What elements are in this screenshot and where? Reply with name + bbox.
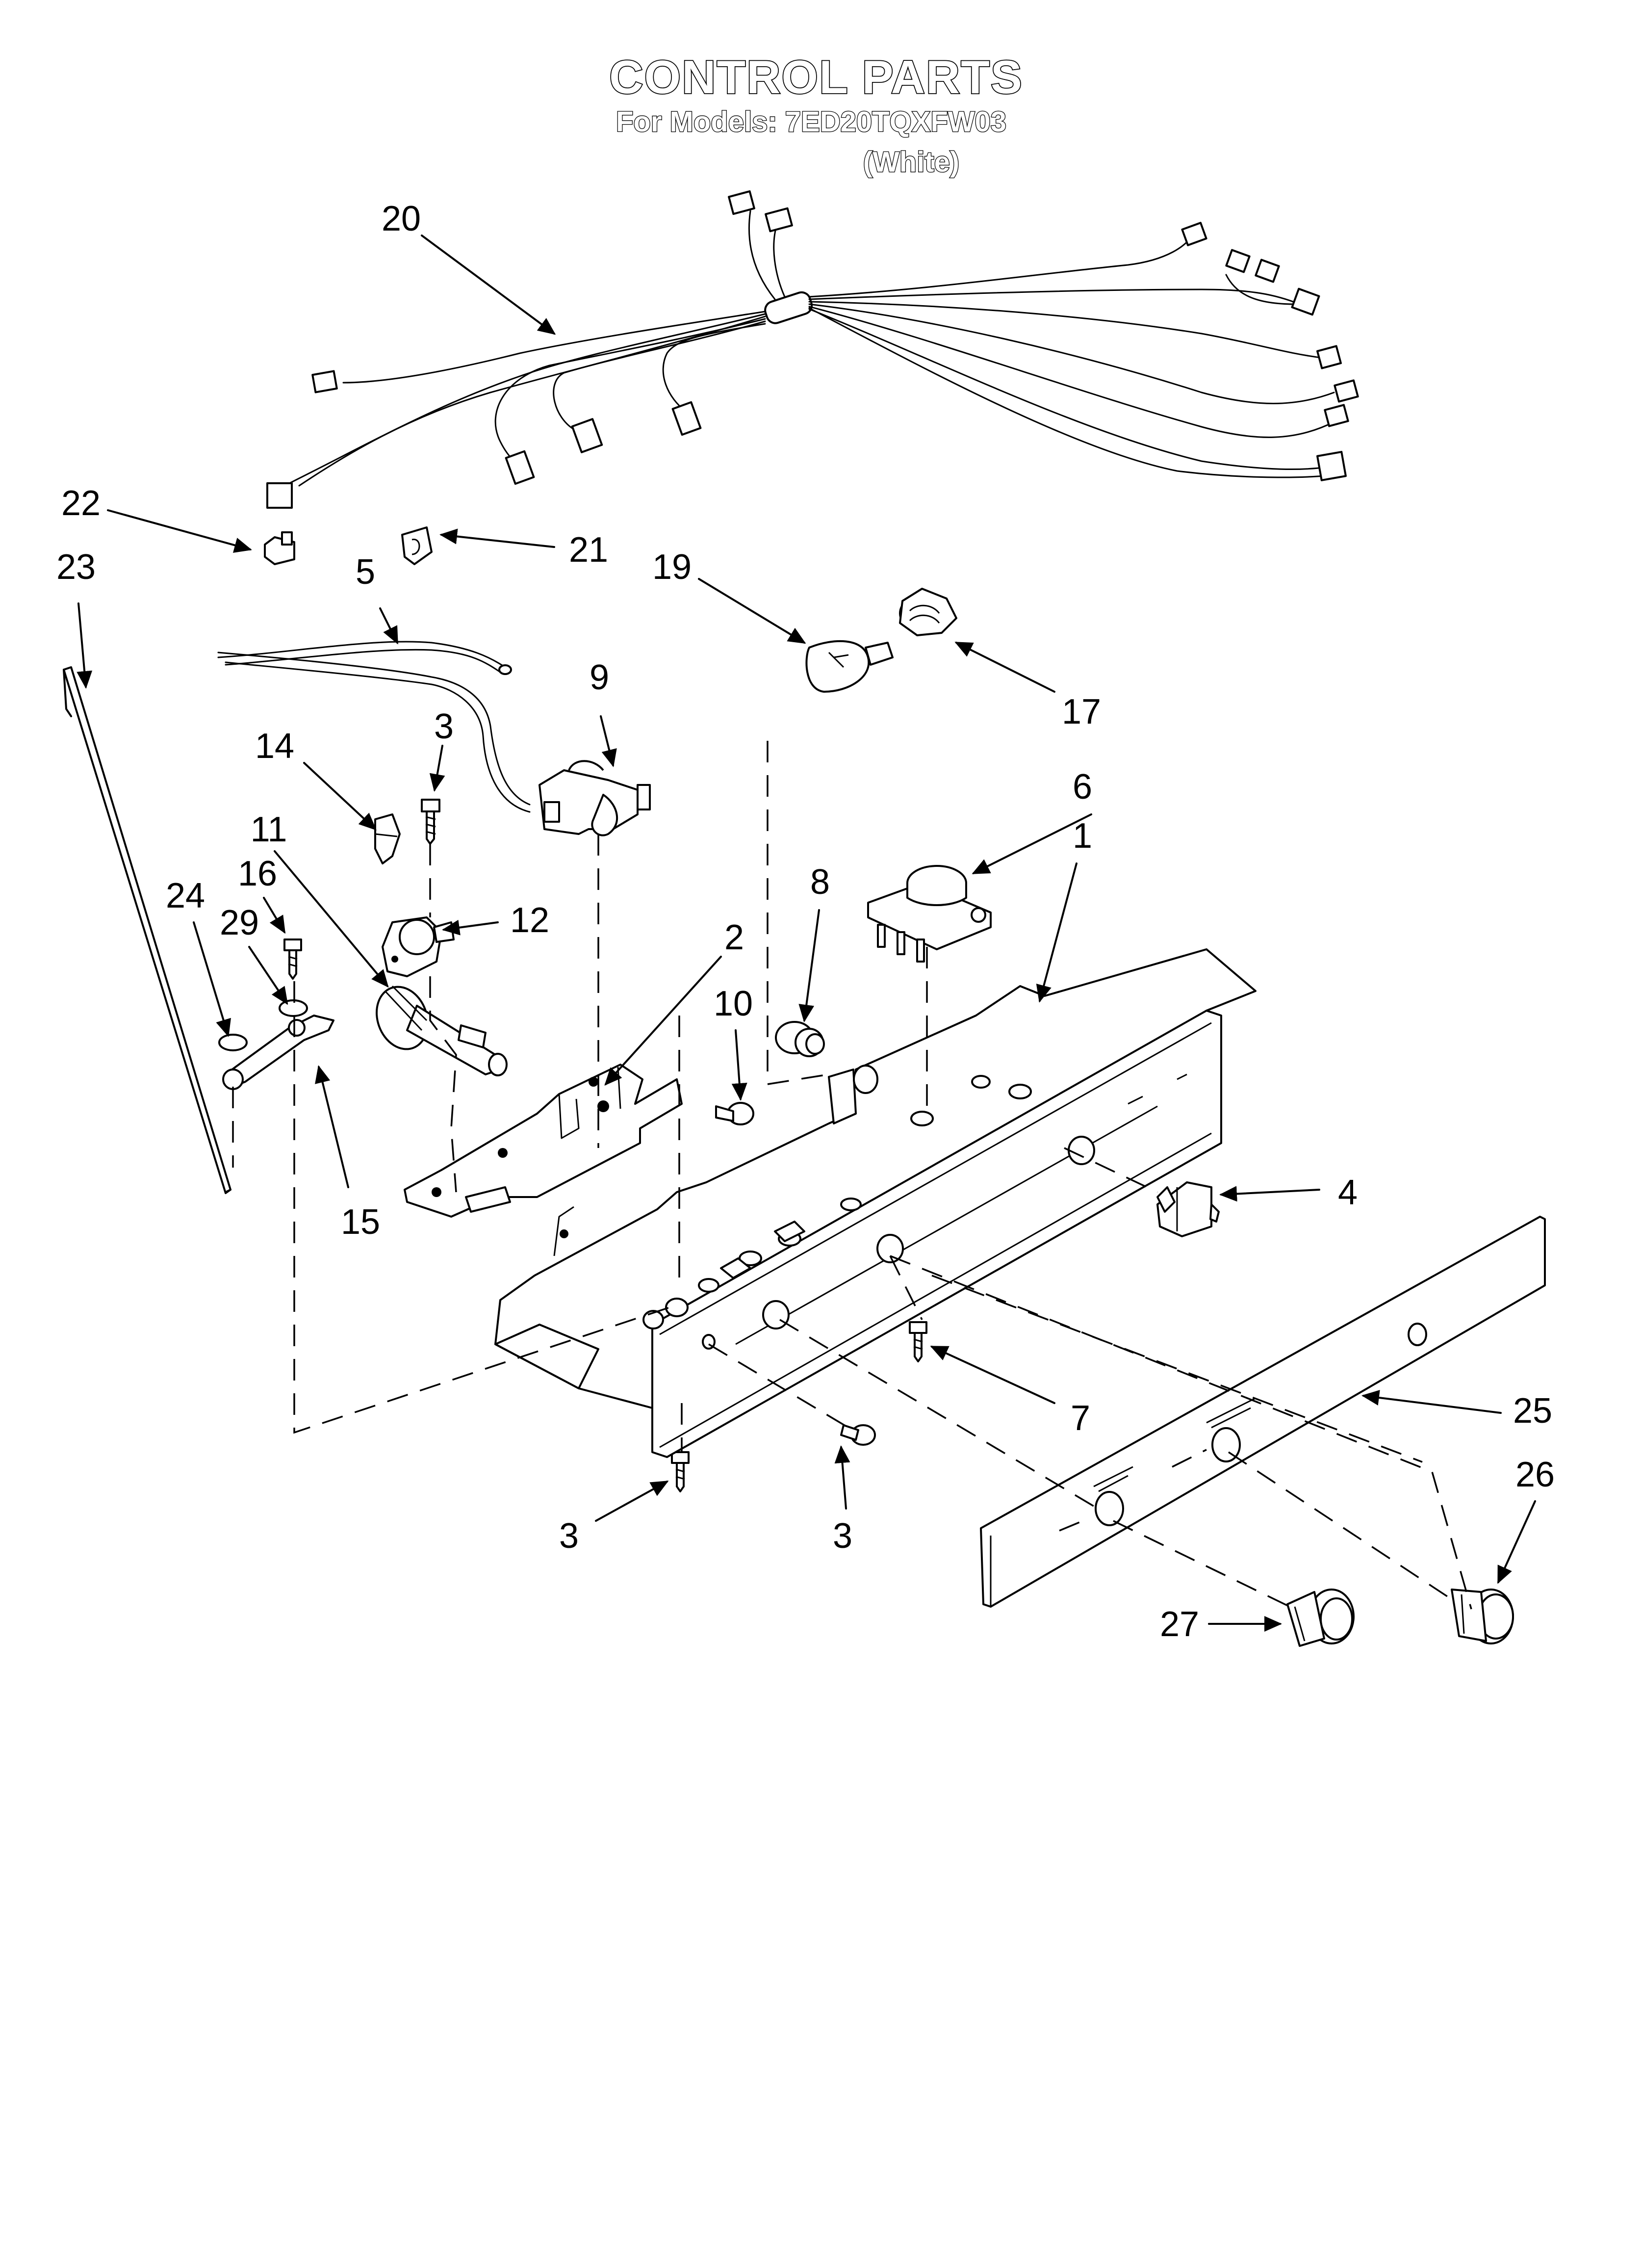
callout-19: 19 bbox=[652, 547, 692, 587]
thermostat-control bbox=[376, 985, 508, 1076]
callout-23: 23 bbox=[56, 547, 96, 587]
knob-27 bbox=[1286, 1589, 1355, 1647]
screw-upper bbox=[421, 799, 440, 845]
callout-3-upper: 3 bbox=[434, 707, 454, 746]
screw-7 bbox=[909, 1321, 927, 1362]
callout-15: 15 bbox=[341, 1202, 380, 1242]
callout-24: 24 bbox=[166, 876, 205, 915]
callout-16: 16 bbox=[238, 854, 277, 893]
thermostat-bracket bbox=[382, 916, 455, 977]
callout-1: 1 bbox=[1073, 816, 1092, 856]
light-switch bbox=[1156, 1181, 1220, 1237]
callout-21: 21 bbox=[569, 530, 608, 570]
callout-6: 6 bbox=[1073, 767, 1092, 807]
washer-29 bbox=[279, 999, 308, 1017]
control-panel bbox=[980, 1216, 1546, 1608]
color-note: (White) bbox=[863, 146, 960, 178]
callout-22: 22 bbox=[61, 484, 101, 523]
callout-26: 26 bbox=[1515, 1455, 1555, 1494]
mounting-bracket bbox=[404, 1064, 683, 1218]
callout-27: 27 bbox=[1160, 1605, 1199, 1644]
capillary-tube bbox=[217, 641, 531, 813]
control-switch bbox=[539, 760, 651, 836]
screw-lower-right bbox=[840, 1424, 876, 1446]
grommet bbox=[775, 1021, 825, 1057]
callout-29: 29 bbox=[220, 903, 259, 942]
leader-arrows bbox=[77, 235, 1536, 1632]
control-rod bbox=[63, 666, 231, 1194]
defrost-timer bbox=[867, 865, 992, 963]
screw-10 bbox=[715, 1102, 754, 1125]
control-housing bbox=[494, 948, 1257, 1458]
light-socket bbox=[899, 588, 957, 636]
assembly-lines bbox=[232, 741, 1472, 1610]
models-line: For Models: 7ED20TQXFW03 bbox=[616, 106, 1006, 138]
callout-3-lower-right: 3 bbox=[833, 1516, 852, 1556]
callout-7: 7 bbox=[1071, 1399, 1090, 1438]
callout-10: 10 bbox=[714, 984, 753, 1023]
callout-8: 8 bbox=[810, 862, 830, 902]
callout-25: 25 bbox=[1513, 1391, 1552, 1431]
callout-2: 2 bbox=[724, 918, 744, 957]
callout-5: 5 bbox=[356, 552, 375, 592]
thermostat-cover bbox=[374, 813, 401, 864]
callout-3-lower-left: 3 bbox=[559, 1516, 579, 1556]
actuator-lever bbox=[222, 1015, 334, 1090]
wire-harness bbox=[266, 190, 1359, 509]
callout-14: 14 bbox=[255, 727, 294, 766]
callout-4: 4 bbox=[1338, 1173, 1358, 1212]
callout-20: 20 bbox=[382, 199, 421, 238]
callout-17: 17 bbox=[1062, 692, 1101, 731]
knob-26 bbox=[1451, 1589, 1514, 1644]
screw-lower-left bbox=[671, 1451, 690, 1492]
screw-16 bbox=[283, 938, 302, 980]
wire-clip bbox=[264, 531, 295, 565]
callout-12: 12 bbox=[510, 901, 549, 940]
light-bulb bbox=[805, 640, 894, 693]
callout-11: 11 bbox=[251, 810, 287, 849]
callout-labels: 20 22 21 23 5 19 17 9 3 14 11 12 6 1 8 2… bbox=[56, 199, 1555, 1644]
wire-clamp bbox=[401, 526, 433, 565]
washer-24 bbox=[218, 1034, 248, 1051]
diagram-title: CONTROL PARTS bbox=[609, 51, 1023, 104]
callout-9: 9 bbox=[590, 658, 609, 697]
